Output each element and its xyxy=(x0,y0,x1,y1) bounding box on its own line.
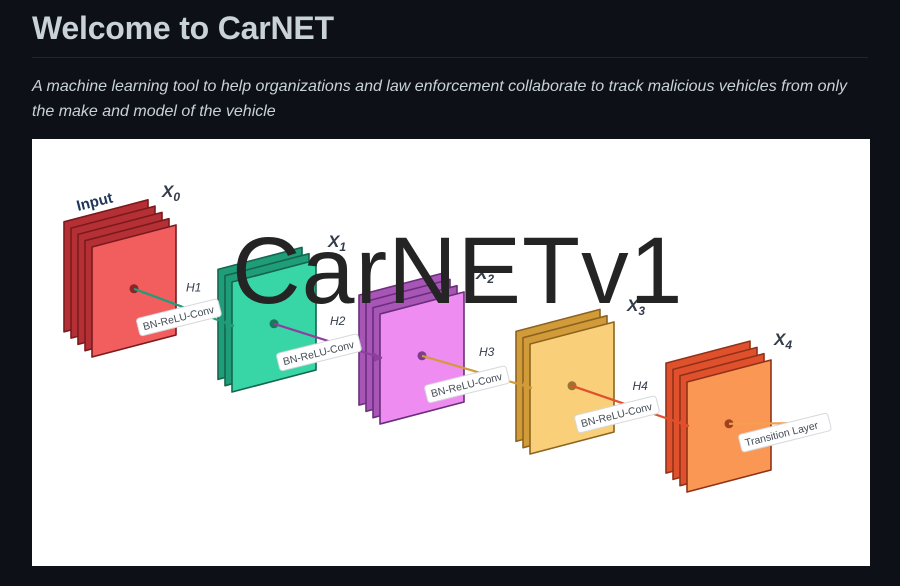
feature-node xyxy=(567,381,577,391)
connector-h-label: H2 xyxy=(330,314,346,328)
title-divider xyxy=(32,57,868,58)
block-label-x0: X0 xyxy=(161,182,180,204)
tag-box xyxy=(136,298,222,337)
feature-node xyxy=(417,351,427,361)
block-label-x1: X1 xyxy=(327,232,346,254)
block-label-x2: X2 xyxy=(475,264,494,286)
feature-block-4: X4 xyxy=(665,330,792,493)
tag-box xyxy=(276,333,362,372)
block-label-x3: X3 xyxy=(626,296,645,318)
feature-node xyxy=(129,284,139,294)
connector-arrowhead xyxy=(225,320,234,330)
connector-arrowhead xyxy=(680,420,689,430)
tag-box xyxy=(424,365,510,404)
connector-h-label: H1 xyxy=(186,280,201,294)
feature-node xyxy=(269,319,279,329)
overlay-title: CarNETv1 xyxy=(232,218,684,324)
transition-box xyxy=(738,412,832,453)
connector-h-label: H4 xyxy=(633,379,649,393)
feature-block-3: X3 xyxy=(515,296,645,455)
connector-h-label: H3 xyxy=(479,345,495,359)
tagline: A machine learning tool to help organiza… xyxy=(32,78,847,120)
block-label-x4: X4 xyxy=(773,330,792,352)
connector-arrowhead xyxy=(523,382,532,392)
connector-arrowhead xyxy=(373,352,382,362)
page-title: Welcome to CarNET xyxy=(32,10,334,46)
tag-box xyxy=(574,395,660,434)
connector-line xyxy=(421,354,533,390)
